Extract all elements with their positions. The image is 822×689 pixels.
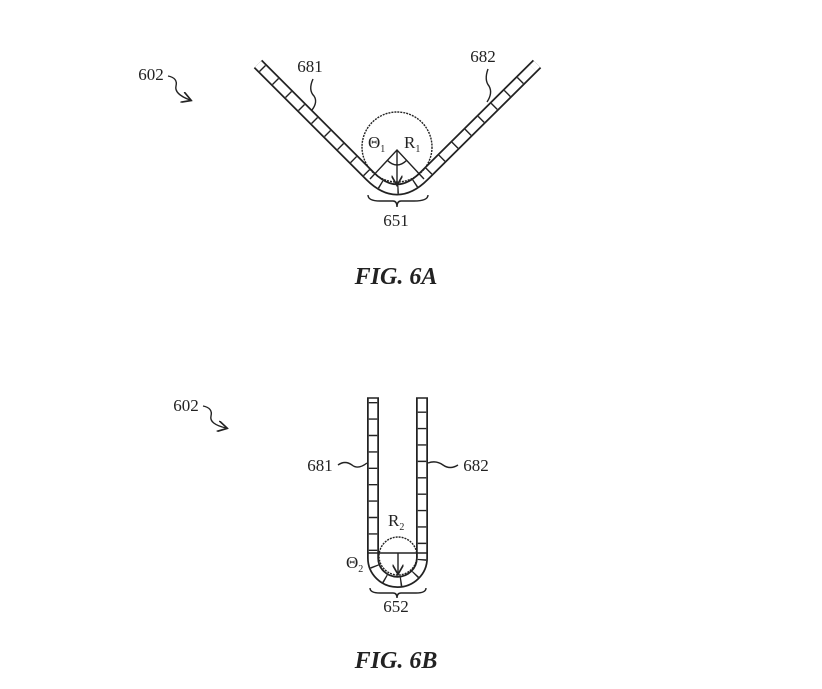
angle-label: Θ2 (346, 553, 363, 575)
radius-label: R1 (404, 133, 420, 155)
label-602: 602 (173, 396, 199, 415)
figure-caption: FIG. 6B (354, 648, 438, 674)
angle-label: Θ1 (368, 133, 385, 155)
label-682: 682 (463, 456, 489, 475)
figure-6a: Θ1 R1 651 681 682 602 FIG. 6A (138, 47, 542, 290)
label-681: 681 (297, 57, 323, 76)
radius-label: R2 (388, 511, 404, 533)
u-shaped-display (367, 397, 428, 588)
bend-brace (367, 194, 429, 208)
figure-caption: FIG. 6A (354, 264, 438, 290)
label-681: 681 (307, 456, 333, 475)
bend-brace (369, 587, 427, 599)
label-602: 602 (138, 65, 164, 84)
label-682: 682 (470, 47, 496, 66)
label-651: 651 (383, 211, 409, 230)
figure-6b: R2 Θ2 652 681 682 602 FIG. 6B (173, 396, 489, 674)
bend-radius-circle (378, 536, 418, 576)
label-652: 652 (383, 597, 409, 616)
